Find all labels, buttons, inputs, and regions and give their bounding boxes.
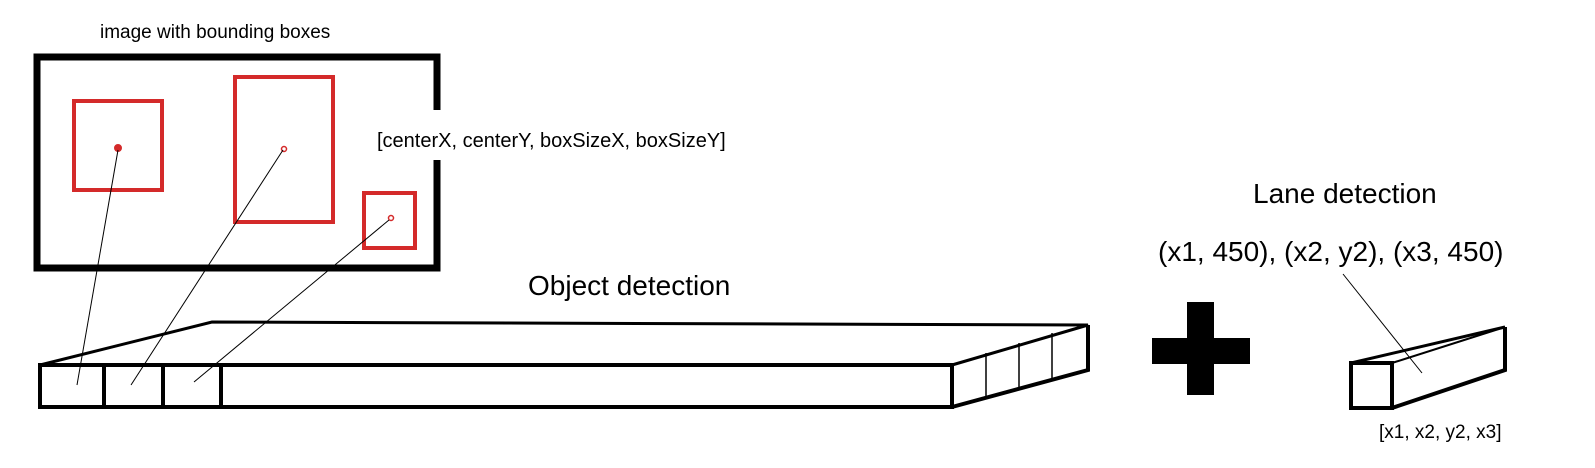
connector-1 — [76, 149, 119, 386]
bounding-box-1 — [72, 99, 164, 192]
connector-2 — [130, 149, 284, 386]
bounding-box-2 — [233, 75, 335, 224]
bounding-box-3 — [362, 191, 417, 250]
bounding-boxes — [72, 75, 417, 250]
connector-lines — [76, 149, 390, 386]
lane-points-label: (x1, 450), (x2, y2), (x3, 450) — [1158, 236, 1504, 267]
tensor-top-face — [39, 320, 1089, 367]
lane-connector — [1342, 273, 1423, 374]
lane-detection-tensor — [1342, 273, 1507, 410]
lane-tensor-side-face — [1391, 327, 1507, 410]
box-centers — [114, 144, 395, 222]
box-center-3 — [387, 214, 395, 222]
lane-tensor-top-face — [1350, 325, 1506, 365]
object-detection-tensor — [38, 320, 1090, 409]
tensor-front-face — [38, 363, 954, 409]
lane-detection-title: Lane detection — [1253, 178, 1437, 209]
image-caption: image with bounding boxes — [100, 22, 331, 43]
lane-tensor-front-face — [1349, 361, 1394, 410]
image-frame — [33, 53, 441, 272]
plus-icon — [1152, 302, 1250, 395]
tensor-side-face — [951, 325, 1090, 409]
connector-3 — [193, 219, 390, 383]
lane-vector-label: [x1, x2, y2, x3] — [1379, 422, 1502, 443]
bbox-format-label: [centerX, centerY, boxSizeX, boxSizeY] — [377, 130, 726, 152]
lane-tensor-top-back — [1391, 326, 1506, 364]
object-detection-title: Object detection — [528, 270, 731, 301]
